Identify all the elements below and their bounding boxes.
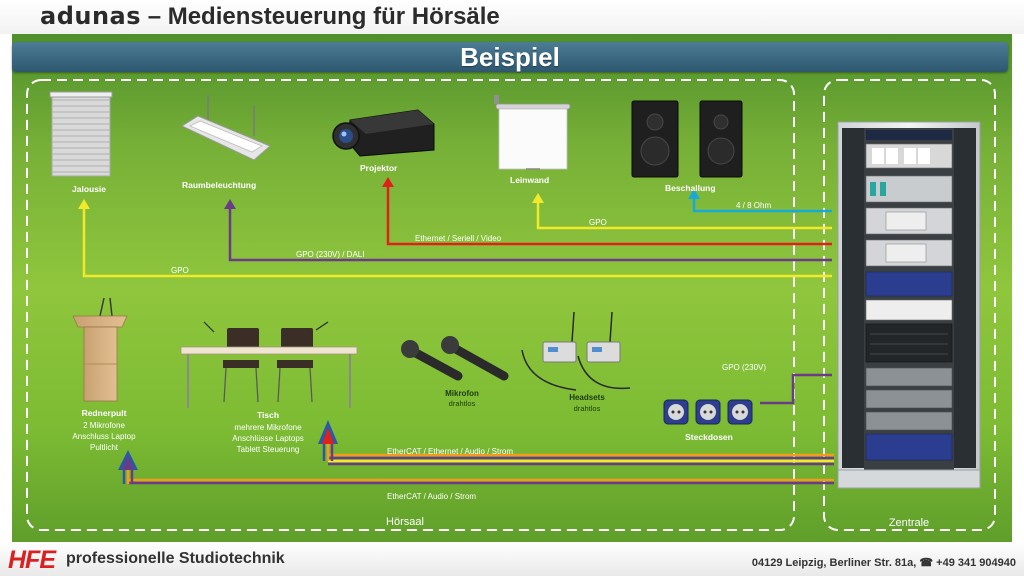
label-beschallung: Beschallung <box>665 183 716 193</box>
label-mikrofon-sub: drahtlos <box>449 399 476 408</box>
brand-name: adunas <box>40 2 142 30</box>
projector-icon <box>332 109 435 157</box>
footer-contact: 04129 Leipzig, Berliner Str. 81a, ☎ +49 … <box>751 557 1016 569</box>
hall-zone-label: Hörsaal <box>386 516 424 528</box>
label-conn-projektor: Ethernet / Seriell / Video <box>415 234 502 243</box>
rednerpult-line-2: Anschluss Laptop <box>72 432 136 441</box>
hall-zone <box>26 79 795 531</box>
wireless-microphone-icon <box>401 336 509 381</box>
label-leinwand: Leinwand <box>510 175 549 185</box>
central-zone-label: Zentrale <box>889 517 929 529</box>
footer-tagline: professionelle Studiotechnik <box>66 550 285 567</box>
tisch-line-3: Tablett Steuerung <box>237 445 300 454</box>
label-conn-raumbeleuchtung: GPO (230V) / DALI <box>296 250 364 259</box>
arrow-jalousie <box>78 199 90 209</box>
header: adunas – Mediensteuerung für Hörsäle <box>0 0 1024 34</box>
label-jalousie: Jalousie <box>72 184 106 194</box>
line-leinwand <box>536 200 832 230</box>
line-beschallung <box>692 196 832 213</box>
page-title: adunas – Mediensteuerung für Hörsäle <box>40 2 500 31</box>
label-conn-jalousie: GPO <box>171 266 189 275</box>
section-banner: Beispiel <box>12 42 1008 72</box>
arrow-leinwand <box>532 193 544 203</box>
arrow-beschallung <box>688 189 700 199</box>
label-headsets: Headsets <box>569 393 605 402</box>
label-conn-tisch: EtherCAT / Ethernet / Audio / Strom <box>387 447 513 456</box>
power-socket-icon <box>663 399 753 425</box>
line-steckdosen <box>760 373 832 405</box>
arrow-projektor <box>382 177 394 187</box>
cable-rednerpult <box>118 450 834 485</box>
lectern-icon <box>72 297 128 402</box>
equipment-rack-icon <box>837 121 981 489</box>
label-tisch: Tisch <box>257 410 279 420</box>
speaker-icon-right <box>699 100 743 178</box>
label-conn-beschallung: 4 / 8 Ohm <box>736 201 771 210</box>
headset-icon <box>521 311 631 391</box>
cable-tisch <box>318 420 834 466</box>
footer: HFE professionelle Studiotechnik 04129 L… <box>0 542 1024 576</box>
label-mikrofon: Mikrofon <box>445 389 479 398</box>
line-projektor <box>386 184 832 246</box>
projection-screen-icon <box>494 95 571 170</box>
tisch-line-2: Anschlüsse Laptops <box>232 434 304 443</box>
label-raumbeleuchtung: Raumbeleuchtung <box>182 180 256 190</box>
title-text: – Mediensteuerung für Hörsäle <box>141 3 500 30</box>
label-conn-leinwand: GPO <box>589 218 607 227</box>
label-projektor: Projektor <box>360 163 398 173</box>
conference-table-icon <box>180 321 358 408</box>
label-conn-steckdosen: GPO (230V) <box>722 363 766 372</box>
label-headsets-sub: drahtlos <box>574 404 601 413</box>
label-rednerpult: Rednerpult <box>82 408 127 418</box>
central-zone <box>823 79 996 531</box>
blinds-icon <box>49 91 113 177</box>
label-steckdosen: Steckdosen <box>685 432 733 442</box>
arrow-raumbeleuchtung <box>224 199 236 209</box>
line-jalousie <box>82 206 832 278</box>
label-conn-rednerpult: EtherCAT / Audio / Strom <box>387 492 476 501</box>
rednerpult-line-3: Pultlicht <box>90 443 119 452</box>
line-raumbeleuchtung <box>228 206 832 262</box>
speaker-icon-left <box>631 100 679 178</box>
rednerpult-line-1: 2 Mikrofone <box>83 421 125 430</box>
tisch-line-1: mehrere Mikrofone <box>234 423 302 432</box>
ceiling-light-icon <box>180 95 271 161</box>
hfe-logo: HFE <box>8 546 56 574</box>
banner-title: Beispiel <box>460 42 560 72</box>
